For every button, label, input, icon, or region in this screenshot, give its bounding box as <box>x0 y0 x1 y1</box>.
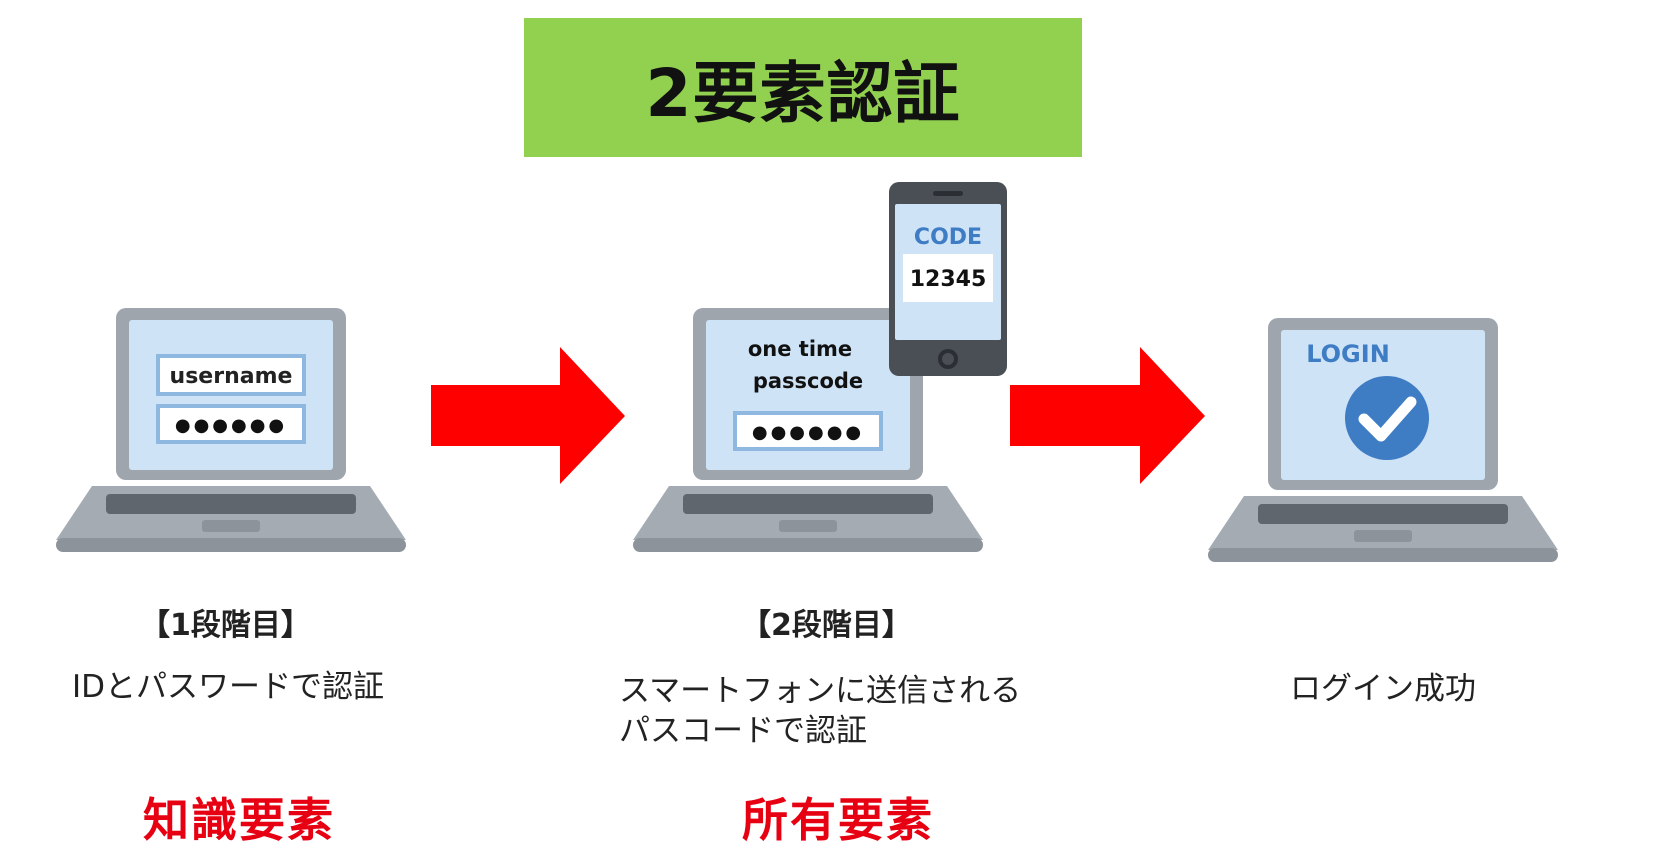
stage2-heading: 【2段階目】 <box>741 608 912 643</box>
smartphone-icon: CODE 12345 <box>889 182 1007 376</box>
stage2-description-line1: スマートフォンに送信される <box>619 673 1022 709</box>
passcode-field <box>733 411 883 451</box>
username-text: username <box>170 364 293 389</box>
laptop-login-success: LOGIN <box>1208 318 1558 562</box>
stage2-description-line2: パスコードで認証 <box>619 713 867 749</box>
phone-code-label: CODE <box>914 225 982 250</box>
check-circle-icon <box>1345 376 1429 460</box>
stage1-description: IDとパスワードで認証 <box>72 669 385 705</box>
laptop-one-time-passcode: one time passcode ●●●●●● <box>633 308 983 552</box>
stage1-heading: 【1段階目】 <box>140 608 311 643</box>
password-field <box>156 404 306 444</box>
arrow-right-icon <box>1010 347 1205 484</box>
page-title: 2要素認証 <box>645 54 961 132</box>
title-banner: 2要素認証 <box>524 18 1082 157</box>
otp-line2-text: passcode <box>753 369 863 393</box>
laptop-username-password: username ●●●●●● <box>56 308 406 552</box>
password-dots: ●●●●●● <box>175 415 287 436</box>
stage3-description: ログイン成功 <box>1290 671 1476 707</box>
possession-factor-label: 所有要素 <box>742 793 934 847</box>
otp-line1-text: one time <box>748 337 852 361</box>
phone-code-box <box>903 254 993 302</box>
username-field <box>156 354 306 396</box>
login-text: LOGIN <box>1306 340 1390 368</box>
passcode-dots: ●●●●●● <box>752 422 864 443</box>
phone-code-value: 12345 <box>910 267 987 292</box>
arrow-right-icon <box>431 347 625 484</box>
knowledge-factor-label: 知識要素 <box>143 793 335 847</box>
